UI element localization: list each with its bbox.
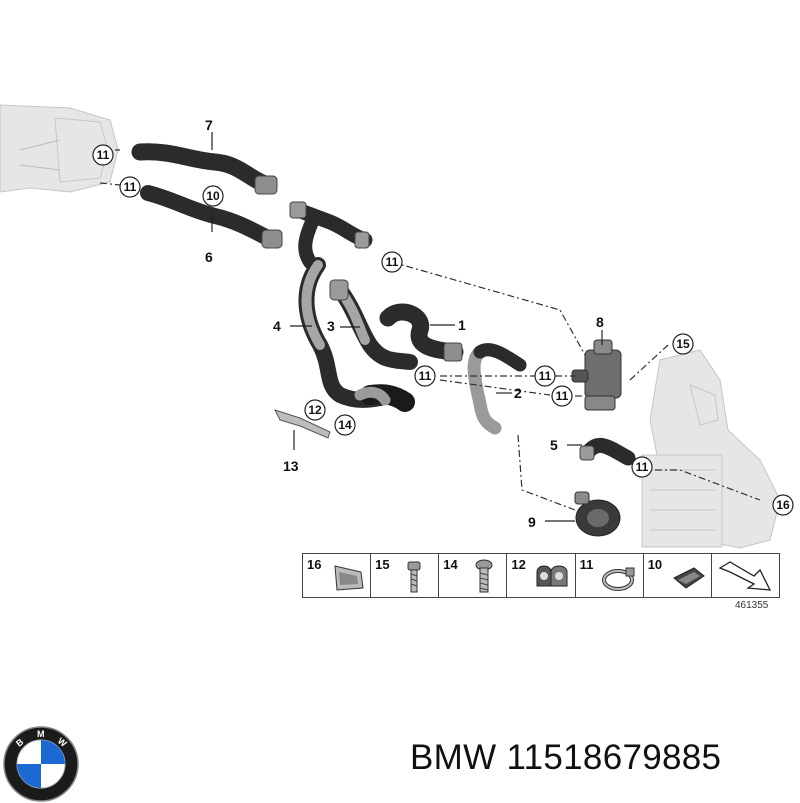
catalog-label: 16 [307, 557, 322, 572]
hose-10-tee [289, 201, 373, 269]
callout-11-a: 11 [92, 144, 114, 166]
dash-leaders [99, 149, 761, 511]
logo-letter-m: M [37, 729, 45, 739]
bmw-logo: B M W [3, 726, 79, 802]
part-label-8: 8 [596, 314, 604, 330]
callout-11-f: 11 [551, 385, 573, 407]
arrow-icon [718, 561, 771, 591]
hose-clamp-icon [601, 567, 635, 591]
catalog-label: 10 [647, 557, 663, 572]
catalog-label: 15 [375, 557, 390, 572]
catalog-item-15: 15 [371, 554, 440, 597]
part-label-2: 2 [514, 385, 522, 401]
callout-11-c: 11 [381, 251, 403, 273]
radiator-bracket-ghost [641, 349, 781, 549]
svg-text:11: 11 [556, 389, 569, 403]
brand-name: BMW [410, 738, 497, 777]
svg-text:11: 11 [386, 255, 399, 269]
connector-icon [672, 567, 705, 589]
catalog-label: 12 [511, 557, 526, 572]
parts-catalog-strip: 16 15 14 12 11 [302, 553, 780, 598]
screw-icon [475, 559, 493, 593]
svg-text:11: 11 [419, 369, 432, 383]
callout-11-d: 11 [414, 365, 436, 387]
solid-leaders [211, 132, 603, 522]
part-label-5: 5 [550, 437, 558, 453]
callout-16: 16 [772, 494, 794, 516]
svg-text:11: 11 [539, 369, 552, 383]
hose-1 [379, 303, 464, 362]
svg-text:11: 11 [636, 460, 649, 474]
part-label-3: 3 [327, 318, 335, 334]
part-label-6: 6 [205, 249, 213, 265]
holder-12 [354, 386, 391, 406]
callout-14: 14 [334, 414, 356, 436]
diagram-id: 461355 [735, 600, 769, 611]
hose-6 [140, 185, 283, 249]
catalog-label: 11 [579, 557, 594, 572]
catalog-arrow-cell [712, 554, 779, 597]
bolt-icon [407, 561, 421, 593]
engine-block-ghost [0, 104, 119, 193]
callout-11-g: 11 [631, 456, 653, 478]
svg-text:15: 15 [676, 337, 690, 351]
part-number: 11518679885 [506, 738, 722, 777]
svg-text:10: 10 [206, 189, 220, 203]
part-label-1: 1 [458, 317, 466, 333]
svg-text:14: 14 [338, 418, 352, 432]
callout-12: 12 [304, 399, 326, 421]
part-labels: 7 6 4 3 1 8 2 5 9 13 [205, 117, 604, 530]
part-label-9: 9 [528, 514, 536, 530]
logo-letter-b: B [14, 736, 26, 748]
hose-5 [579, 438, 636, 466]
catalog-item-14: 14 [439, 554, 508, 597]
part-label-13: 13 [283, 458, 299, 474]
catalog-label: 14 [443, 557, 458, 572]
part-label-7: 7 [205, 117, 213, 133]
catalog-item-10: 10 [644, 554, 712, 597]
clip-nut-icon [334, 565, 364, 591]
svg-text:11: 11 [97, 148, 110, 162]
catalog-item-12: 12 [507, 554, 576, 597]
hose-2 [467, 343, 527, 435]
callout-11-b: 11 [119, 176, 141, 198]
svg-text:16: 16 [776, 498, 790, 512]
part-caption: BMW 11518679885 [410, 738, 721, 778]
pump-9 [574, 491, 621, 537]
svg-text:11: 11 [124, 180, 137, 194]
valve-8 [571, 339, 622, 411]
hose-3 [329, 279, 418, 370]
svg-text:12: 12 [308, 403, 322, 417]
hose-7 [131, 143, 278, 195]
callout-11-e: 11 [534, 365, 556, 387]
part-label-4: 4 [273, 318, 281, 334]
catalog-item-16: 16 [303, 554, 372, 597]
hose-holder-icon [536, 565, 568, 587]
callout-15: 15 [672, 333, 694, 355]
callout-10: 10 [202, 185, 224, 207]
bracket-13 [274, 409, 331, 439]
catalog-item-11: 11 [576, 554, 644, 597]
